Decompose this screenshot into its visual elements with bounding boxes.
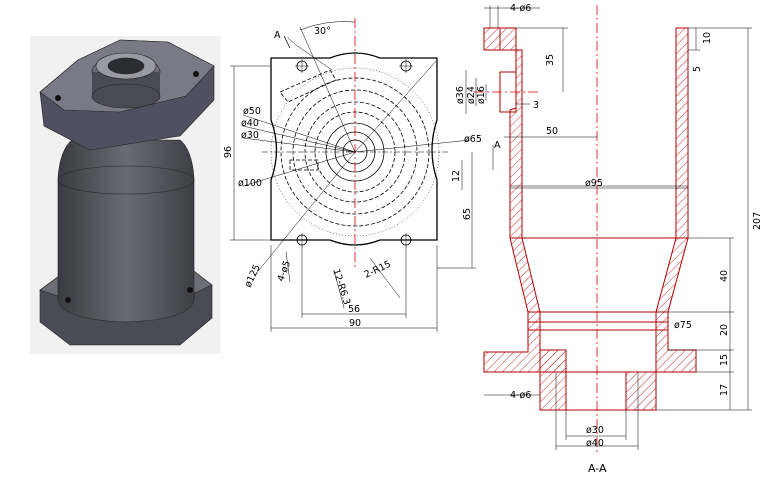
top-view-drawing (230, 18, 494, 332)
dia-30-label: ø30 (241, 130, 259, 141)
dia-24-label: ø24 (466, 86, 477, 104)
dia-40-label: ø40 (241, 118, 259, 129)
dia-65-label: ø65 (464, 134, 482, 145)
dim-15-label: 15 (719, 354, 730, 366)
dim-50-label: 50 (546, 126, 558, 137)
section-a-a-label: A-A (588, 462, 607, 475)
holes-4-dia5-label: 4-ø5 (275, 259, 293, 283)
total-207-label: 207 (752, 212, 763, 230)
dia-95-label: ø95 (585, 178, 603, 189)
dim-35-label: 35 (545, 54, 556, 66)
section-mark-a-side: A (494, 140, 501, 151)
dim-10-label: 10 (702, 32, 713, 44)
dim-12-label: 12 (451, 170, 462, 182)
dia-125-label: ø125 (243, 263, 263, 289)
bottom-holes-label: 4-ø6 (510, 390, 531, 401)
dim-5-label: 5 (692, 66, 703, 72)
height-96-label: 96 (223, 146, 234, 158)
width-90-label: 90 (349, 318, 361, 329)
dia-40-bottom-label: ø40 (586, 438, 604, 449)
dim-20-label: 20 (719, 324, 730, 336)
dim-3-label: 3 (533, 100, 539, 111)
dia-30-bottom-label: ø30 (586, 425, 604, 436)
dia-36-label: ø36 (455, 86, 466, 104)
dim-17-label: 17 (719, 384, 730, 396)
dim-65-label: 65 (462, 208, 473, 220)
isometric-part-model (39, 39, 215, 346)
r63-label: 12-R6.3 (330, 268, 352, 307)
dia-16-label: ø16 (476, 86, 487, 104)
top-holes-label: 4-ø6 (510, 3, 531, 14)
dim-40-label: 40 (719, 270, 730, 282)
dia-100-label: ø100 (238, 178, 262, 189)
width-56-label: 56 (348, 304, 360, 315)
section-mark-a-top: A (274, 30, 281, 41)
dia-50-label: ø50 (243, 106, 261, 117)
angle-30-label: 30° (314, 26, 331, 37)
dia-75-label: ø75 (674, 320, 692, 331)
r15-label: 2-R15 (363, 259, 393, 281)
section-view-drawing (465, 5, 752, 455)
